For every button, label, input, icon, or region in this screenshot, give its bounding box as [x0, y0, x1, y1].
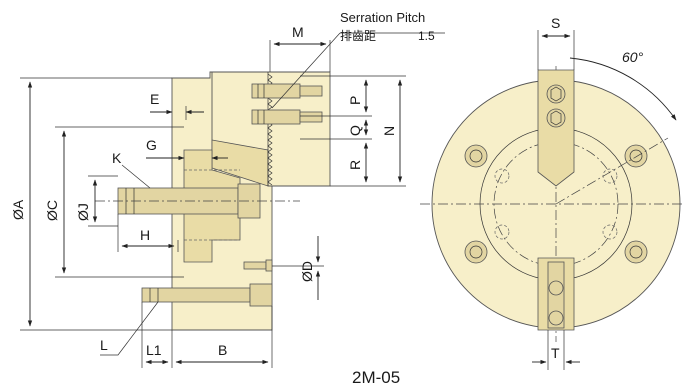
- dim-label-R: R: [347, 160, 363, 170]
- mounting-holes: [464, 144, 648, 264]
- front-view: 60°: [420, 49, 685, 342]
- dim-label-Q: Q: [347, 125, 363, 136]
- dim-label-G: G: [146, 137, 157, 153]
- dim-label-P: P: [347, 96, 363, 105]
- angle-label: 60°: [622, 49, 644, 65]
- dim-label-L: L: [100, 337, 108, 353]
- side-view: [95, 71, 331, 331]
- dim-label-B: B: [218, 342, 227, 358]
- dim-label-K: K: [112, 150, 122, 166]
- annotation-value: 1.5: [418, 29, 435, 43]
- dim-label-H: H: [140, 227, 150, 243]
- dim-label-D: ØD: [299, 261, 315, 282]
- jaw-bolts: [251, 83, 323, 125]
- dim-label-J: ØJ: [75, 203, 91, 221]
- dim-label-N: N: [381, 126, 397, 136]
- dim-label-C: ØC: [44, 200, 60, 221]
- dim-label-L1: L1: [146, 342, 162, 358]
- small-screw: [243, 259, 273, 272]
- annotation-subtitle: 排齒距: [340, 29, 376, 43]
- model-label: 2M-05: [352, 368, 400, 387]
- dim-label-S: S: [551, 15, 560, 31]
- front-dimensions: S T: [532, 15, 580, 370]
- annotation-title: Serration Pitch: [340, 10, 425, 25]
- mount-bolt: [141, 283, 273, 307]
- dim-label-M: M: [292, 24, 304, 40]
- dim-label-T: T: [551, 345, 560, 361]
- top-jaw: [537, 69, 575, 187]
- dim-label-A: ØA: [10, 199, 26, 220]
- serration-annotation: Serration Pitch 排齒距 1.5: [340, 10, 435, 43]
- dim-label-E: E: [150, 91, 159, 107]
- side-dimensions: ØA ØC ØJ E G K H ØD L: [10, 24, 445, 368]
